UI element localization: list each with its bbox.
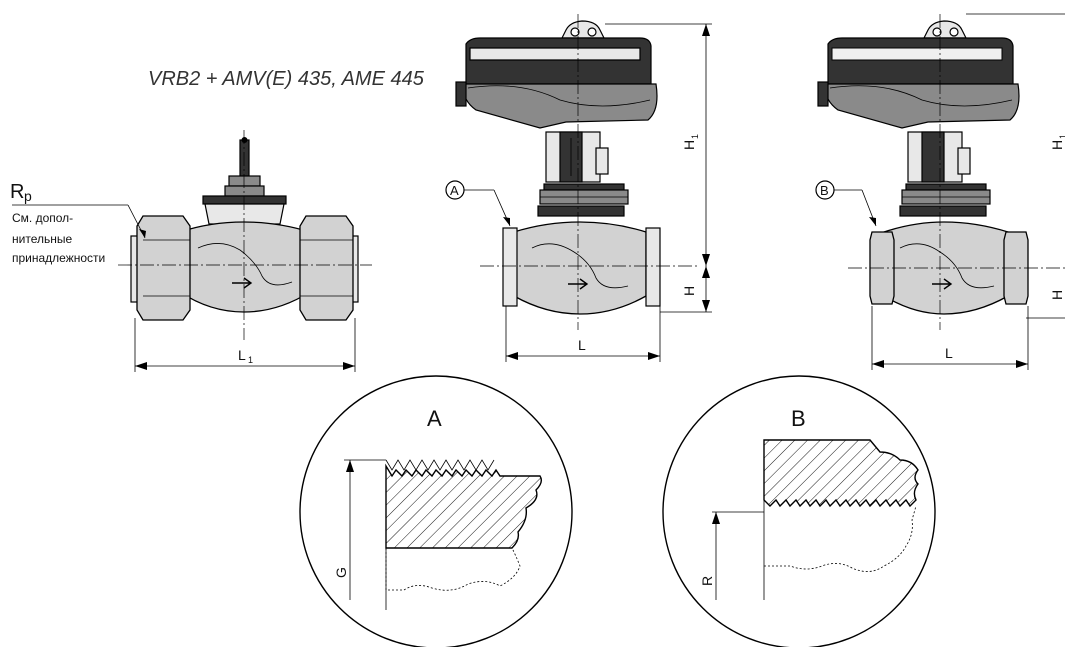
rp-note-line3: принадлежности	[12, 251, 105, 265]
actuator-knob	[561, 20, 605, 39]
actuator-side-plug	[455, 81, 467, 107]
rp-note-line2: нительные	[12, 232, 72, 246]
valve-actuator-right: L H 1 H B	[815, 13, 1065, 370]
l1-label: L	[238, 347, 246, 363]
housing-seam	[467, 85, 651, 107]
valve-actuator-middle: L H 1 H A	[445, 14, 712, 362]
yoke-indicator	[595, 147, 609, 175]
rp-symbol: R	[10, 181, 24, 203]
detail-a-section	[385, 463, 543, 549]
l1-subscript: 1	[248, 355, 253, 365]
detail-b: B R	[662, 375, 936, 647]
h1-sub-middle: 1	[690, 134, 700, 139]
h1-label-right: H	[1049, 140, 1065, 150]
port-left-middle	[502, 227, 518, 307]
callout-b-label: B	[820, 183, 829, 198]
valve-body	[179, 221, 311, 313]
valve-body-middle	[513, 221, 647, 315]
actuator-top-cover	[465, 37, 652, 85]
gland-nut-lower	[224, 185, 265, 197]
hex-nut-left	[136, 215, 191, 321]
rp-subscript: p	[24, 188, 32, 204]
detail-b-r-label: R	[699, 576, 715, 586]
actuator-knob-right	[923, 20, 967, 39]
detail-b-section	[763, 439, 919, 508]
actuator-housing-right	[824, 83, 1020, 129]
flow-arrow-left	[232, 277, 253, 289]
callout-a-label: A	[450, 183, 459, 198]
bonnet-flange-middle	[537, 205, 625, 217]
detail-a-hidden-outline	[385, 547, 521, 591]
actuator-housing	[462, 83, 658, 129]
flow-arrow-middle	[568, 278, 589, 290]
detail-b-title: B	[791, 406, 806, 431]
bonnet-flange	[202, 195, 287, 205]
rp-note-line1: См. допол-	[12, 211, 73, 225]
flow-arrow-right	[932, 278, 953, 290]
hex-nut-right	[299, 215, 354, 321]
coupling-ring	[543, 183, 625, 191]
h-label-right: H	[1049, 290, 1065, 300]
actuator-top-cover-right	[827, 37, 1014, 85]
detail-a-title: A	[427, 406, 442, 431]
l-label-right: L	[945, 345, 953, 361]
valve-stem	[239, 139, 250, 177]
h1-label-middle: H	[681, 140, 697, 150]
h1-sub-right: 1	[1058, 134, 1065, 139]
detail-a: A G	[299, 375, 573, 647]
detail-a-g-label: G	[333, 567, 349, 578]
port-right-middle	[645, 227, 661, 307]
valve-left: L 1 R p См. допол- нительные принадлежно…	[10, 130, 372, 372]
detail-b-hidden-outline	[764, 505, 917, 572]
gland-nut	[228, 175, 261, 187]
h-label-middle: H	[681, 286, 697, 296]
stem-tip	[241, 137, 248, 143]
body-contour	[197, 243, 293, 286]
drawing-title: VRB2 + AMV(E) 435, AME 445	[148, 68, 425, 90]
detail-a-thread	[385, 459, 495, 471]
bonnet	[204, 203, 285, 225]
l-label-middle: L	[578, 337, 586, 353]
